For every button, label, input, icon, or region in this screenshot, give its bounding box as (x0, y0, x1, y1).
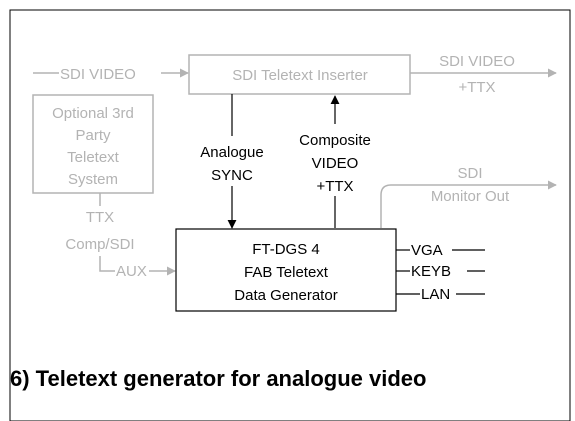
generator-box (175, 228, 397, 312)
generator-label-3: Data Generator (234, 287, 337, 304)
inserter-box (188, 54, 411, 95)
aux-connector-line (99, 256, 115, 272)
keyb-label: KEYB (411, 263, 451, 280)
generator-label-1: FT-DGS 4 (252, 241, 320, 258)
sdi-video-out-label-2: +TTX (458, 79, 495, 96)
analogue-label-1: Analogue (200, 144, 263, 161)
sdi-video-out-label-1: SDI VIDEO (439, 53, 515, 70)
optional-label-3: Teletext (67, 149, 120, 166)
optional-label-4: System (68, 171, 118, 188)
aux-label: AUX (116, 263, 147, 280)
vga-label: VGA (411, 242, 443, 259)
outer-frame (9, 9, 571, 421)
composite-label-1: Composite (299, 132, 371, 149)
generator-label-2: FAB Teletext (244, 264, 329, 281)
sdi-monitor-label-1: SDI (457, 165, 482, 182)
sdi-video-in-label: SDI VIDEO (60, 66, 136, 83)
optional-system-box (32, 94, 154, 194)
lan-label: LAN (421, 286, 450, 303)
sdi-monitor-arrow (380, 180, 557, 228)
analogue-label-2: SYNC (211, 167, 253, 184)
composite-label-3: +TTX (316, 178, 353, 195)
diagram-caption: 6) Teletext generator for analogue video (10, 366, 427, 391)
ttx-label-2: Comp/SDI (65, 236, 134, 253)
composite-label-2: VIDEO (312, 155, 359, 172)
inserter-label: SDI Teletext Inserter (232, 67, 368, 84)
optional-label-2: Party (75, 127, 111, 144)
ttx-label-1: TTX (86, 209, 114, 226)
sdi-monitor-label-2: Monitor Out (431, 188, 510, 205)
optional-label-1: Optional 3rd (52, 105, 134, 122)
